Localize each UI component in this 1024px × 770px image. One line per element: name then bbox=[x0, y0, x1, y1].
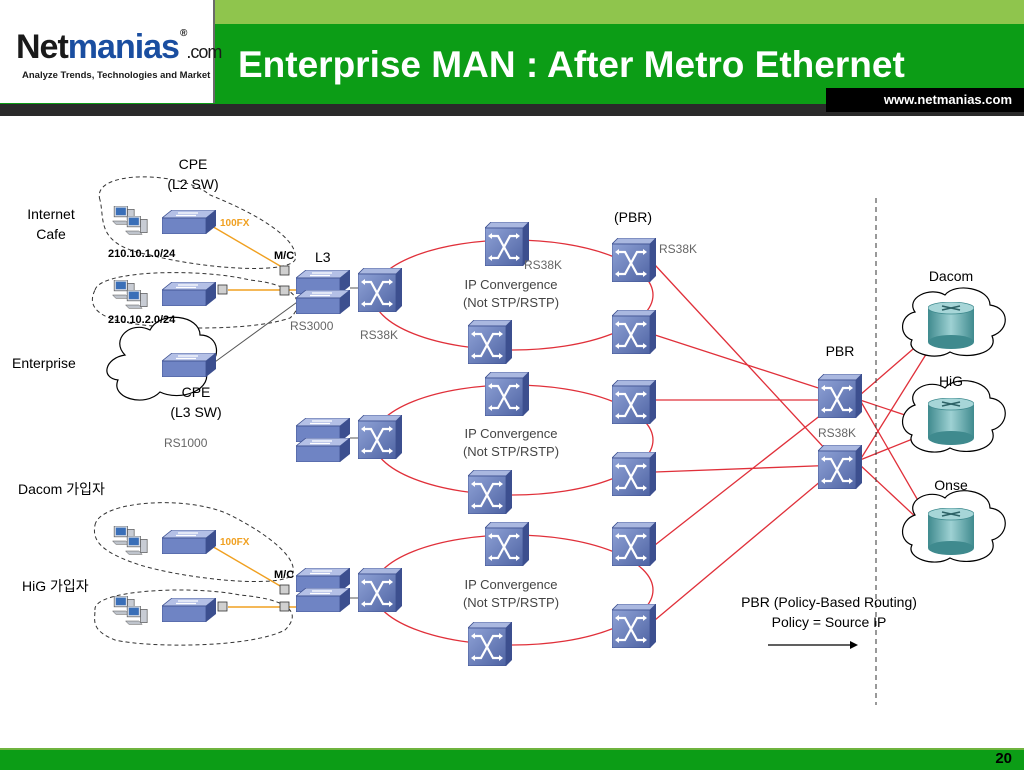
router-switch-icon bbox=[818, 374, 862, 418]
label-subnet-2: 210.10.2.0/24 bbox=[108, 314, 176, 326]
l2-switch-icon bbox=[162, 598, 216, 622]
label-dacom: Dacom bbox=[929, 268, 973, 284]
router-switch-icon bbox=[485, 522, 529, 566]
isp-router-icon bbox=[928, 398, 974, 446]
l2-switch-icon bbox=[162, 353, 216, 377]
label-internet-cafe-2: Cafe bbox=[36, 226, 66, 242]
label-pbr-paren: (PBR) bbox=[614, 209, 652, 225]
label-hig: HiG bbox=[939, 373, 963, 389]
label-pbr-policy: Policy = Source IP bbox=[772, 614, 887, 630]
red-links bbox=[654, 264, 936, 621]
page-number: 20 bbox=[995, 750, 1012, 767]
router-switch-icon bbox=[358, 415, 402, 459]
label-ring1-title: IP Convergence bbox=[465, 277, 558, 292]
router-switch-icon bbox=[818, 445, 862, 489]
label-rs38k-pbr: RS38K bbox=[818, 426, 856, 440]
router-switch-icon bbox=[485, 372, 529, 416]
label-hig-subscriber: HiG 가입자 bbox=[22, 578, 89, 594]
router-switch-icon bbox=[358, 568, 402, 612]
boundary-hig-sub bbox=[94, 589, 293, 646]
label-ring3-sub: (Not STP/RSTP) bbox=[463, 595, 559, 610]
media-converter-icon bbox=[279, 584, 290, 595]
logo-wordmark: Netmanias®.com bbox=[16, 28, 222, 66]
l2-switch-icon bbox=[162, 282, 216, 306]
router-switch-icon bbox=[358, 268, 402, 312]
label-ring1-sub: (Not STP/RSTP) bbox=[463, 295, 559, 310]
label-internet-cafe: Internet bbox=[27, 206, 75, 222]
pc-icon bbox=[125, 606, 148, 625]
router-switch-icon bbox=[468, 622, 512, 666]
label-onse: Onse bbox=[934, 477, 968, 493]
header-dark-band bbox=[0, 104, 1024, 116]
label-dacom-subscriber: Dacom 가입자 bbox=[18, 481, 105, 497]
fiber-links bbox=[209, 224, 300, 608]
isp-router-icon bbox=[928, 302, 974, 350]
label-mc-1: M/C bbox=[274, 250, 294, 262]
router-switch-icon bbox=[612, 310, 656, 354]
label-cpe-l3: CPE bbox=[182, 384, 211, 400]
label-rs38k-ring1: RS38K bbox=[524, 258, 562, 272]
url-bar bbox=[826, 88, 1024, 112]
router-switch-icon bbox=[485, 222, 529, 266]
l2-switch-icon bbox=[162, 210, 216, 234]
label-l3: L3 bbox=[315, 249, 331, 265]
label-cpe-l2-type: (L2 SW) bbox=[167, 176, 218, 192]
router-switch-icon bbox=[612, 522, 656, 566]
site-url[interactable]: www.netmanias.com bbox=[883, 92, 1012, 107]
media-converter-icon bbox=[279, 601, 290, 612]
pc-icon bbox=[125, 290, 148, 309]
pc-icon bbox=[125, 536, 148, 555]
boundary-internet-cafe-1 bbox=[98, 176, 296, 269]
router-switch-icon bbox=[612, 604, 656, 648]
router-switch-icon bbox=[612, 238, 656, 282]
media-converter-icon bbox=[279, 265, 290, 276]
media-converter-icon bbox=[279, 285, 290, 296]
logo-tagline: Analyze Trends, Technologies and Market bbox=[22, 70, 211, 81]
boundary-dacom-sub bbox=[93, 502, 294, 582]
logo[interactable]: Netmanias®.com Analyze Trends, Technolog… bbox=[0, 0, 222, 103]
label-ring3-title: IP Convergence bbox=[465, 577, 558, 592]
isp-router-icon bbox=[928, 508, 974, 556]
l2-switch-icon bbox=[162, 530, 216, 554]
label-rs38k-top: RS38K bbox=[659, 242, 697, 256]
label-rs3000: RS3000 bbox=[290, 319, 334, 333]
media-converter-icon bbox=[217, 284, 228, 295]
router-switch-icon bbox=[612, 380, 656, 424]
router-switch-icon bbox=[612, 452, 656, 496]
label-cpe-l2: CPE bbox=[179, 156, 208, 172]
l2-switch-icon bbox=[296, 588, 350, 612]
footer-bar bbox=[0, 748, 1024, 770]
boundary-internet-cafe-2 bbox=[92, 272, 298, 329]
label-rs38k-left: RS38K bbox=[360, 328, 398, 342]
label-subnet-1: 210.10.1.0/24 bbox=[108, 248, 176, 260]
label-ring2-sub: (Not STP/RSTP) bbox=[463, 444, 559, 459]
label-pbr: PBR bbox=[826, 343, 855, 359]
cpe-boundaries bbox=[92, 176, 298, 646]
slide-title: Enterprise MAN : After Metro Ethernet bbox=[238, 44, 905, 85]
media-converter-icon bbox=[217, 601, 228, 612]
l2-switch-icon bbox=[296, 438, 350, 462]
label-enterprise: Enterprise bbox=[12, 355, 76, 371]
router-switch-icon bbox=[468, 470, 512, 514]
label-pbr-note: PBR (Policy-Based Routing) bbox=[741, 594, 917, 610]
label-fx-2: 100FX bbox=[220, 537, 250, 548]
label-fx-1: 100FX bbox=[220, 218, 250, 229]
label-ring2-title: IP Convergence bbox=[465, 426, 558, 441]
pc-icon bbox=[125, 216, 148, 235]
label-cpe-l3-type: (L3 SW) bbox=[170, 404, 221, 420]
router-switch-icon bbox=[468, 320, 512, 364]
pbr-arrow bbox=[768, 641, 858, 649]
label-mc-2: M/C bbox=[274, 569, 294, 581]
label-rs1000: RS1000 bbox=[164, 436, 208, 450]
l2-switch-icon bbox=[296, 290, 350, 314]
